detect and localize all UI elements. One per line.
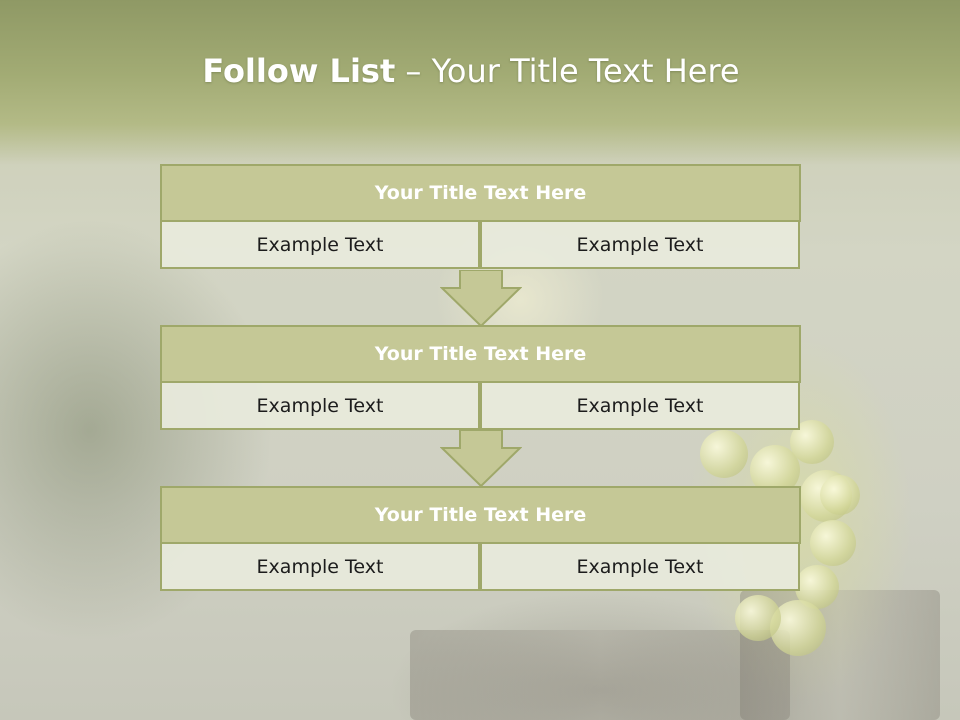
step-title: Your Title Text Here — [160, 486, 801, 544]
grape-shape — [820, 475, 860, 515]
down-arrow-icon — [440, 430, 522, 488]
slide-title-bold: Follow List — [202, 52, 396, 90]
step-cell-left: Example Text — [160, 542, 480, 591]
step-block-1: Your Title Text Here Example Text Exampl… — [160, 164, 801, 272]
step-cell-right: Example Text — [480, 542, 800, 591]
step-cell-right: Example Text — [480, 220, 800, 269]
step-cell-left: Example Text — [160, 381, 480, 430]
barrel-shape — [410, 630, 790, 720]
slide-title: Follow List – Your Title Text Here — [0, 52, 942, 90]
step-cell-right: Example Text — [480, 381, 800, 430]
grape-shape — [810, 520, 856, 566]
down-arrow-icon — [440, 270, 522, 328]
step-title: Your Title Text Here — [160, 325, 801, 383]
step-title: Your Title Text Here — [160, 164, 801, 222]
header-band — [0, 0, 960, 165]
step-cell-left: Example Text — [160, 220, 480, 269]
grape-shape — [700, 430, 748, 478]
slide-title-rest: – Your Title Text Here — [405, 52, 740, 90]
grape-shape — [735, 595, 781, 641]
step-block-2: Your Title Text Here Example Text Exampl… — [160, 325, 801, 433]
step-block-3: Your Title Text Here Example Text Exampl… — [160, 486, 801, 594]
